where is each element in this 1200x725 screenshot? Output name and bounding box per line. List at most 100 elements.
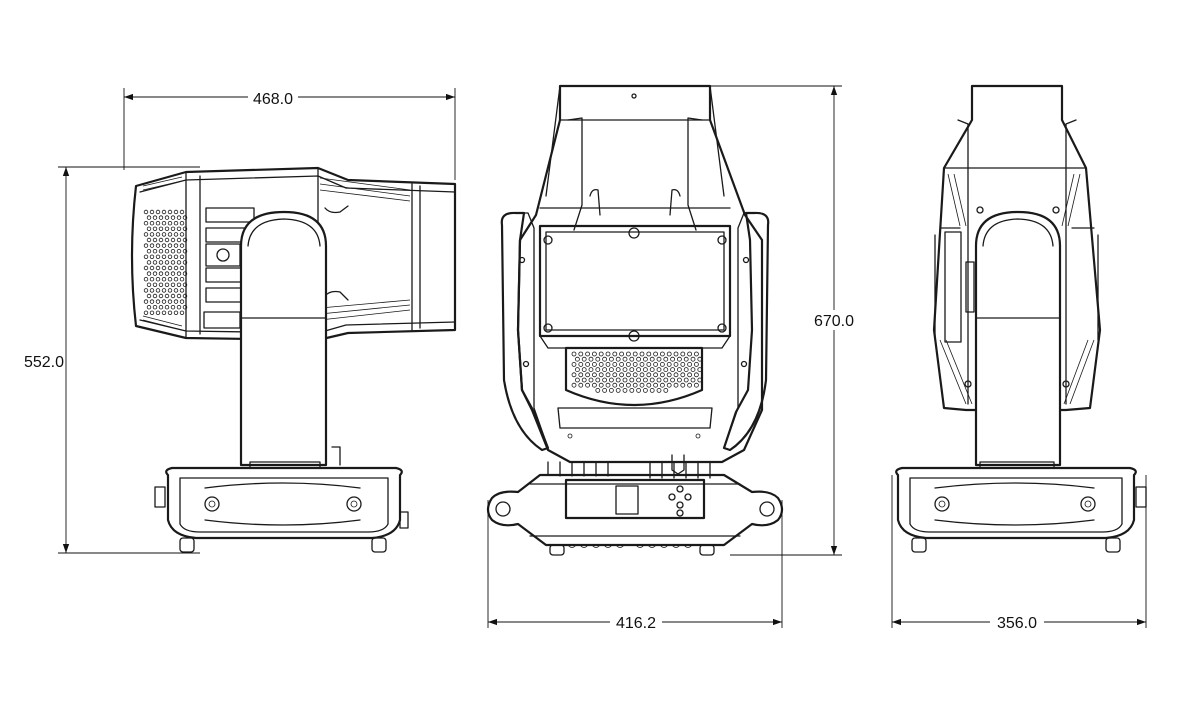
vent-hole (643, 377, 648, 383)
vent-hole (173, 277, 179, 282)
vent-hole (161, 265, 167, 271)
vent-hole (155, 254, 161, 259)
vent-hole (173, 232, 179, 237)
vent-hole (146, 282, 152, 287)
rear-side-view-head (932, 84, 1102, 412)
vent-hole (155, 265, 161, 271)
vent-hole (575, 377, 580, 383)
vent-hole (592, 351, 597, 357)
vent-hole (670, 367, 675, 373)
vent-hole (643, 367, 648, 373)
vent-hole (146, 271, 152, 276)
vent-hole (615, 377, 621, 383)
vent-hole (697, 367, 703, 373)
vent-hole (155, 310, 161, 315)
vent-hole (158, 260, 164, 265)
side-view-vent-grille (143, 209, 188, 315)
vent-hole (632, 372, 638, 378)
vent-hole (588, 367, 594, 373)
vent-hole (152, 271, 158, 276)
vent-hole (687, 372, 692, 378)
front-view-cover-plate (538, 224, 732, 349)
vent-hole (179, 310, 185, 315)
vent-hole (656, 356, 662, 362)
vent-hole (149, 220, 155, 226)
vent-hole (173, 220, 179, 226)
vent-hole (595, 356, 601, 362)
dim-label-total-height: 670.0 (814, 313, 854, 330)
vent-hole (646, 361, 652, 367)
vent-hole (182, 215, 188, 220)
vent-hole (146, 293, 152, 299)
vent-hole (609, 387, 614, 393)
vent-hole (155, 277, 161, 282)
vent-hole (173, 209, 179, 215)
vent-hole (182, 282, 188, 287)
vent-hole (161, 310, 167, 315)
vent-hole (663, 356, 669, 362)
vent-hole (179, 243, 185, 248)
vent-hole (656, 367, 662, 373)
vent-hole (158, 271, 164, 276)
vent-hole (179, 265, 185, 271)
vent-hole (622, 367, 628, 373)
vent-hole (694, 372, 699, 378)
vent-hole (677, 356, 682, 362)
vent-hole (143, 310, 149, 315)
vent-hole (176, 226, 182, 231)
vent-hole (690, 367, 696, 373)
vent-hole (179, 277, 185, 282)
vent-hole (149, 299, 155, 304)
side-view-yoke-arm (239, 210, 341, 467)
vent-hole (143, 232, 149, 237)
dimension-front-width: 416.2 (487, 500, 783, 632)
vent-hole (581, 367, 587, 373)
vent-hole (155, 220, 161, 226)
vent-hole (666, 372, 672, 378)
vent-hole (680, 361, 686, 367)
vent-hole (158, 282, 164, 287)
vent-hole (646, 351, 652, 357)
vent-hole (643, 387, 648, 393)
vent-hole (182, 248, 188, 254)
vent-hole (615, 356, 621, 362)
rear-side-view-base (895, 461, 1147, 553)
vent-hole (167, 277, 173, 282)
vent-hole (167, 265, 173, 271)
vent-hole (155, 299, 161, 304)
vent-hole (612, 361, 618, 367)
vent-hole (176, 282, 182, 287)
vent-hole (673, 351, 679, 357)
vent-hole (660, 372, 665, 378)
vent-hole (176, 215, 182, 220)
vent-hole (167, 254, 173, 259)
vent-hole (164, 293, 170, 299)
vent-hole (164, 248, 170, 254)
vent-hole (660, 351, 665, 357)
vent-hole (164, 226, 170, 231)
vent-hole (666, 351, 672, 357)
vent-hole (578, 361, 584, 367)
vent-hole (164, 282, 170, 287)
vent-hole (152, 215, 158, 220)
vent-hole (182, 226, 188, 231)
vent-hole (149, 209, 155, 215)
vent-hole (167, 232, 173, 237)
vent-hole (179, 220, 185, 226)
vent-hole (585, 382, 590, 388)
vent-hole (149, 288, 155, 293)
vent-hole (164, 260, 170, 265)
vent-hole (683, 377, 689, 383)
vent-hole (649, 356, 655, 362)
vent-hole (173, 265, 179, 271)
rear-side-view-yoke-arm (974, 210, 1062, 467)
vent-hole (680, 351, 686, 357)
vent-hole (636, 356, 641, 362)
vent-hole (585, 351, 590, 357)
vent-hole (666, 361, 672, 367)
vent-hole (609, 377, 614, 383)
vent-hole (605, 351, 611, 357)
vent-hole (167, 299, 173, 304)
vent-hole (687, 361, 692, 367)
